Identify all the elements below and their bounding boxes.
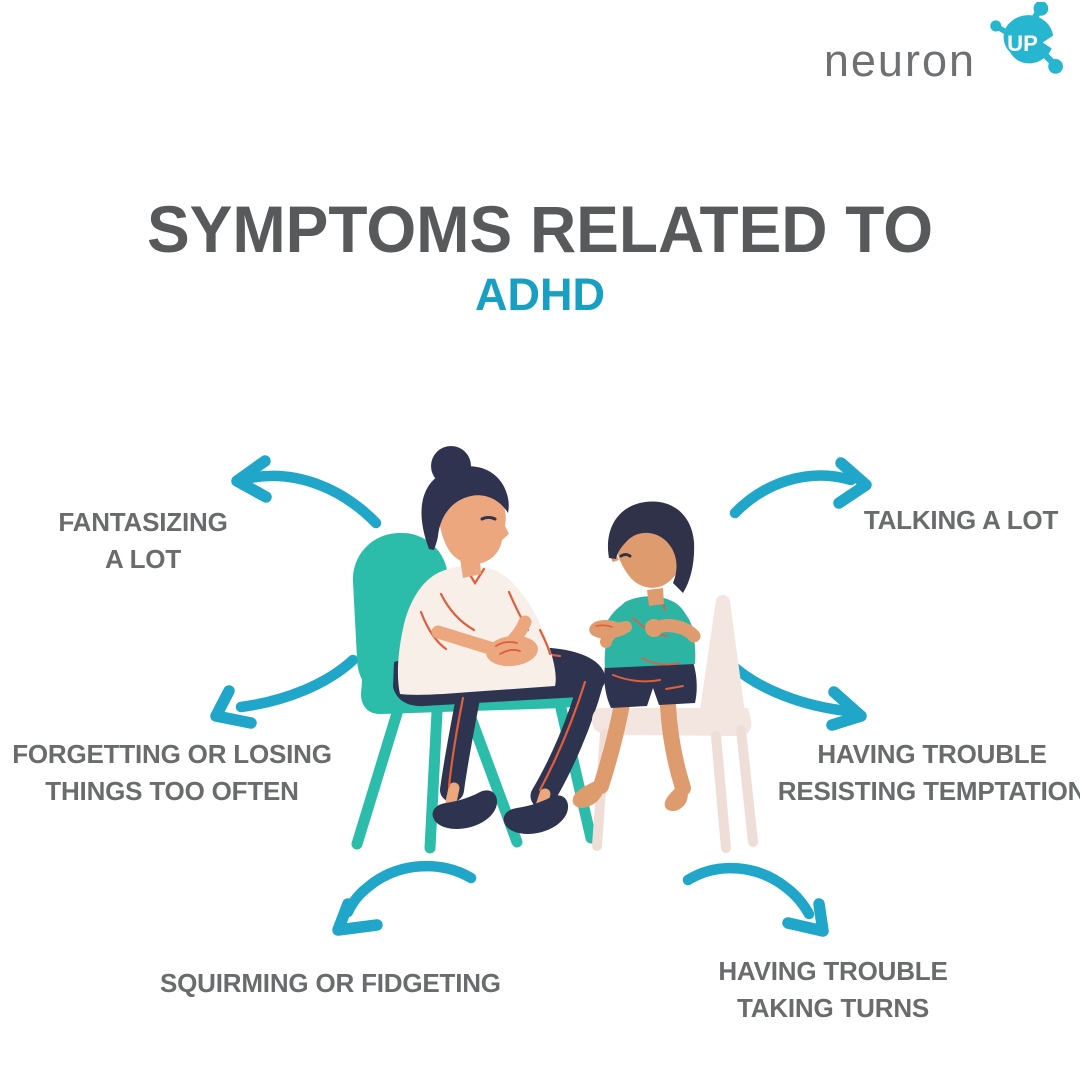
arrow-forgetting [210, 654, 359, 729]
symptom-line: A LOT [104, 544, 182, 574]
symptom-label-talking-a-lot: TALKING A LOT [799, 502, 1080, 539]
symptom-line: HAVING TROUBLE [718, 956, 948, 986]
arrow-taking-turns [682, 862, 829, 937]
woman-hair [421, 466, 509, 550]
woman-on-chair-illustration [351, 446, 606, 854]
child-shorts [604, 662, 697, 708]
blob-notch [1042, 35, 1054, 50]
symptom-label-forgetting-or-losing-things: FORGETTING OR LOSING THINGS TOO OFTEN [10, 736, 334, 810]
symptom-label-squirming-or-fidgeting: SQUIRMING OR FIDGETING [160, 965, 501, 1002]
symptom-line: SQUIRMING OR FIDGETING [160, 968, 501, 998]
child-on-chair-illustration [572, 501, 758, 853]
logo-brand-text: neuron [823, 35, 976, 86]
symptom-line: FANTASIZING [58, 507, 228, 537]
arrow-resisting [728, 661, 867, 731]
neuronup-blob-icon: UP [990, 2, 1063, 74]
child-open-hand [589, 619, 626, 639]
symptom-line: TAKING TURNS [736, 993, 930, 1023]
page-title: SYMPTOMS RELATED TO [146, 192, 934, 266]
symptom-line: TALKING A LOT [863, 505, 1059, 535]
hair-bun [431, 446, 471, 486]
symptom-line: THINGS TOO OFTEN [45, 776, 299, 806]
symptom-label-trouble-resisting-temptation: HAVING TROUBLE RESISTING TEMPTATION [770, 736, 1080, 810]
symptom-label-fantasizing-a-lot: FANTASIZING A LOT [0, 504, 305, 578]
arrow-fantasizing [231, 455, 382, 529]
page-subtitle: ADHD [475, 269, 605, 320]
symptom-line: FORGETTING OR LOSING [12, 739, 332, 769]
child-hair [607, 501, 695, 593]
arrow-talking [729, 457, 872, 519]
arrow-squirming [332, 860, 477, 936]
symptom-line: HAVING TROUBLE [817, 739, 1047, 769]
symptom-line: RESISTING TEMPTATION [777, 776, 1080, 806]
symptom-label-trouble-taking-turns: HAVING TROUBLE TAKING TURNS [671, 953, 995, 1027]
logo-badge-text: UP [1007, 31, 1038, 56]
child-fist [645, 619, 663, 637]
